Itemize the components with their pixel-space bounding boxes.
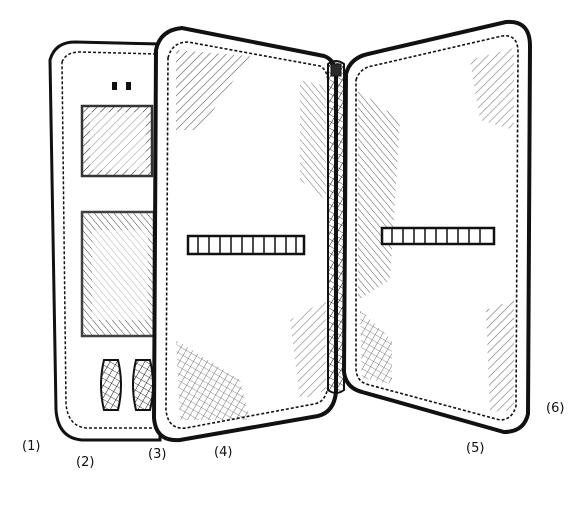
label-part-1: (1) [22,439,40,454]
label-part-3: (3) [148,447,166,462]
left-panel [151,25,338,443]
zipper-spine [327,60,345,394]
label-part-4: (4) [214,445,232,460]
label-part-6: (6) [546,401,564,416]
loop-right [132,359,154,411]
label-part-2: (2) [76,455,94,470]
elastic-strap-left [186,234,306,256]
right-panel [341,19,533,435]
back-compartment [48,40,162,442]
elastic-strap-right [380,226,496,246]
loop-left [100,359,122,411]
label-part-5: (5) [466,441,484,456]
